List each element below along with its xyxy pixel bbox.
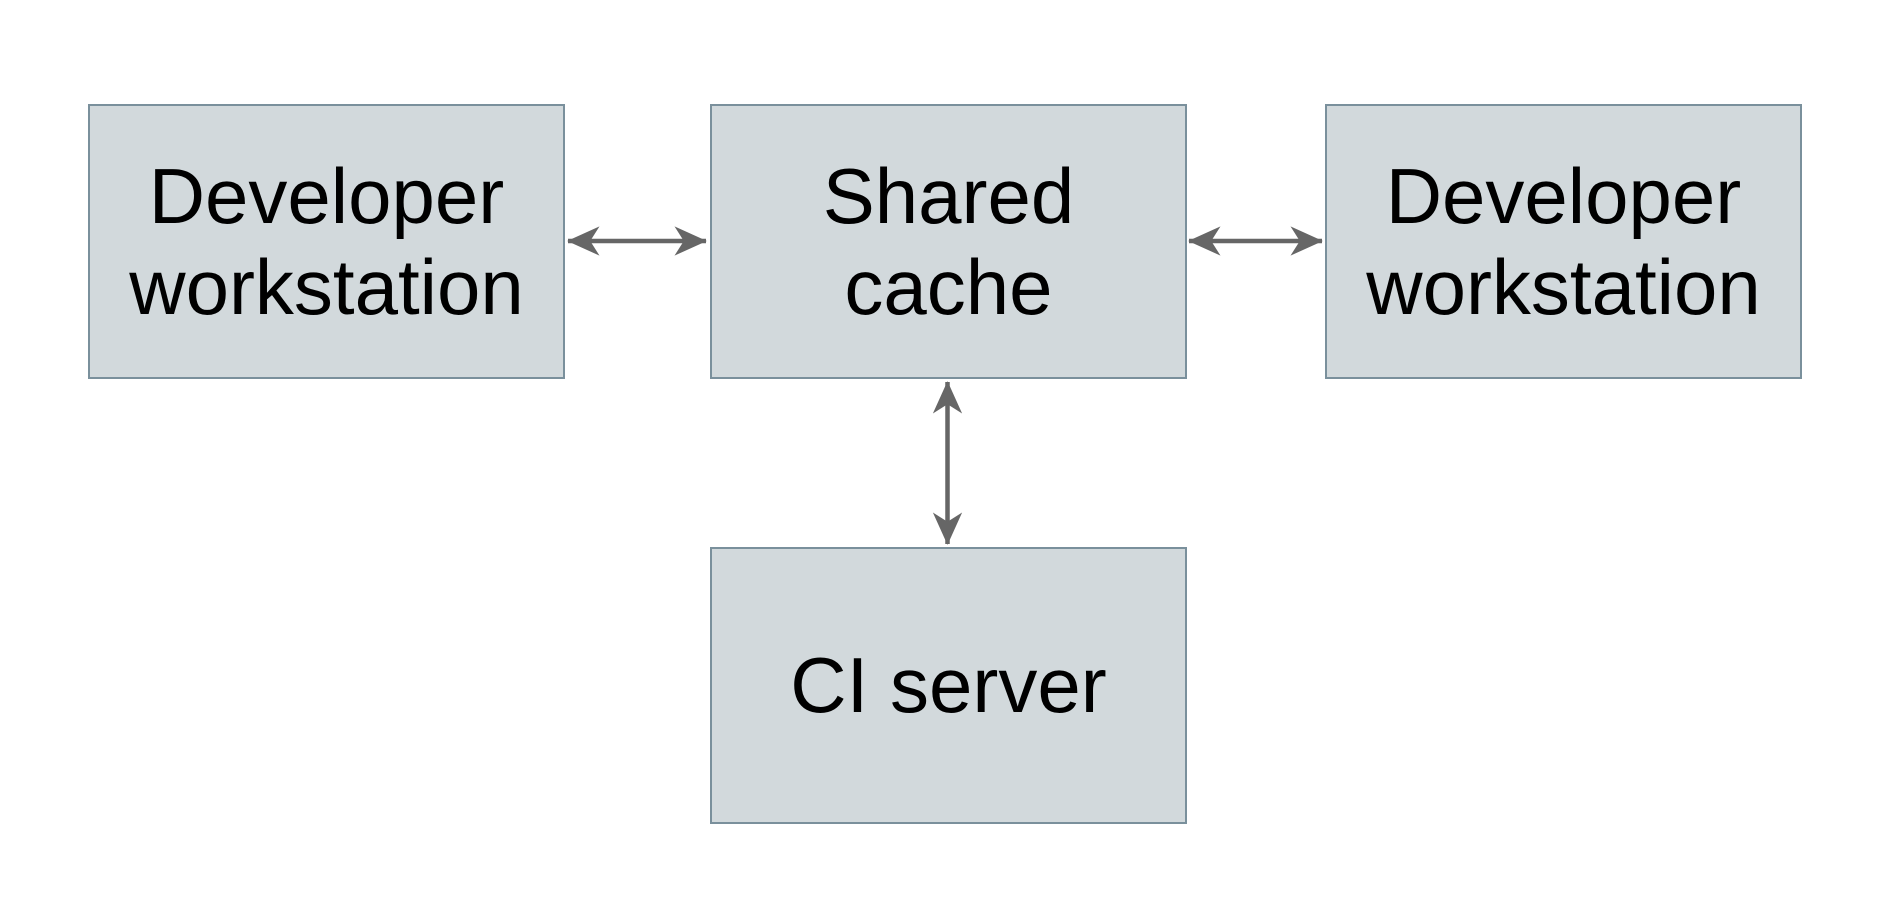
node-label-line: workstation [1366,242,1761,331]
node-ci-server: CI server [710,547,1187,824]
node-developer-workstation-left: Developer workstation [88,104,565,379]
node-label-line: workstation [129,242,524,331]
node-shared-cache: Shared cache [710,104,1187,379]
node-label-line: Shared [822,152,1075,241]
node-label-line: cache [844,242,1053,331]
node-label-line: Developer [148,152,505,241]
node-label: Developer workstation [1366,151,1761,332]
node-label: Developer workstation [129,151,524,332]
node-label-line: Developer [1385,152,1742,241]
node-label-line: CI server [790,641,1107,730]
node-label: Shared cache [823,151,1075,332]
node-developer-workstation-right: Developer workstation [1325,104,1802,379]
node-label: CI server [790,640,1106,730]
